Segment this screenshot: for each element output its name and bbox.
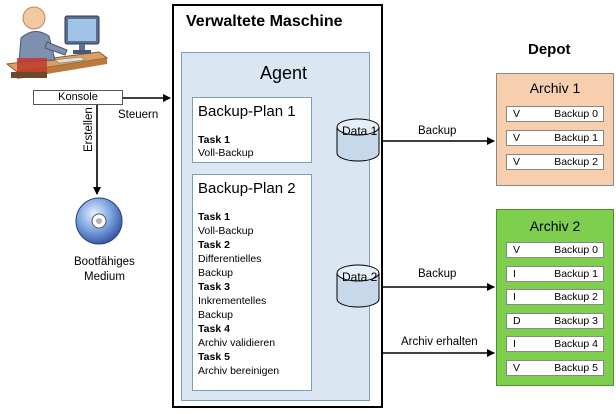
- backup-slot[interactable]: I Backup 4: [506, 336, 604, 352]
- backup-type: V: [513, 361, 521, 374]
- backup-name: Backup 2: [554, 291, 598, 303]
- backup-name: Backup 1: [554, 132, 598, 144]
- plan2-task-desc: Backup: [198, 309, 234, 321]
- depot-title: Depot: [528, 41, 571, 58]
- backup-type: D: [513, 314, 521, 327]
- backup-name: Backup 5: [554, 361, 598, 374]
- plan2-task-name: Task 1: [198, 211, 230, 223]
- archive-2[interactable]: Archiv 2 V Backup 0 I Backup 1 I Backup 2 D Bac…: [496, 209, 614, 386]
- plan2-task-desc: Differentielles: [198, 253, 262, 265]
- agent-title: Agent: [260, 63, 308, 83]
- backup-name: Backup 3: [554, 314, 598, 327]
- data2-cylinder-icon: [336, 264, 380, 308]
- backup-type: I: [513, 338, 516, 350]
- data1-label: Data 1: [342, 124, 378, 138]
- backup-type: V: [513, 244, 521, 256]
- backup-slot[interactable]: D Backup 3: [506, 312, 604, 329]
- backup-slot[interactable]: V Backup 1: [506, 130, 604, 146]
- backup-type: I: [513, 267, 516, 280]
- backup-type: I: [513, 291, 516, 303]
- backup-name: Backup 1: [554, 267, 598, 280]
- backup-type: V: [513, 132, 521, 144]
- backup-name: Backup 0: [554, 108, 598, 120]
- backup-name: Backup 2: [554, 156, 598, 168]
- erstellen-label: Erstellen: [83, 107, 95, 152]
- plan2-task-desc: Archiv bereinigen: [198, 365, 280, 377]
- cd-icon: [75, 197, 123, 245]
- backup-type: V: [513, 108, 521, 120]
- backup1-label: Backup: [418, 125, 457, 137]
- backup-name: Backup 4: [554, 338, 598, 350]
- archive-1[interactable]: Archiv 1 V Backup 0 V Backup 1 V Backup 2: [496, 73, 614, 186]
- boot-media-label-1: Bootfähiges: [74, 256, 135, 268]
- backup-slot[interactable]: V Backup 2: [506, 154, 604, 170]
- plan2-task-name: Task 2: [198, 239, 230, 251]
- backup-slot[interactable]: I Backup 2: [506, 289, 604, 305]
- managed-machine-title: Verwaltete Maschine: [186, 13, 343, 30]
- archiv-erhalten-label: Archiv erhalten: [401, 336, 478, 348]
- backup2-label: Backup: [418, 268, 457, 280]
- archive-2-title: Archiv 2: [529, 218, 581, 234]
- plan1-task-desc: Voll-Backup: [198, 147, 254, 159]
- steuern-label: Steuern: [118, 109, 159, 121]
- plan2-task-desc: Backup: [198, 267, 234, 279]
- plan2-task-name: Task 5: [198, 351, 230, 363]
- data2-label: Data 2: [342, 270, 378, 284]
- console-label[interactable]: Konsole: [33, 90, 123, 105]
- backup-slot[interactable]: I Backup 1: [506, 265, 604, 282]
- plan1-task-name: Task 1: [198, 134, 230, 146]
- plan2-task-desc: Voll-Backup: [198, 225, 254, 237]
- console-user-icon: [5, 6, 109, 79]
- backup-slot[interactable]: V Backup 0: [506, 106, 604, 122]
- backup-plan-2-title: Backup-Plan 2: [198, 180, 296, 197]
- backup-slot[interactable]: V Backup 5: [506, 359, 604, 376]
- data1-cylinder-icon: [336, 118, 380, 162]
- backup-name: Backup 0: [554, 244, 598, 256]
- backup-slot[interactable]: V Backup 0: [506, 242, 604, 258]
- plan2-task-desc: Archiv validieren: [198, 337, 276, 349]
- archive-1-title: Archiv 1: [529, 80, 581, 96]
- plan2-task-desc: Inkrementelles: [198, 295, 267, 307]
- plan2-task-name: Task 4: [198, 323, 230, 335]
- boot-media-label-2: Medium: [84, 271, 125, 283]
- backup-plan-1[interactable]: Backup-Plan 1 Task 1 Voll-Backup: [192, 97, 312, 163]
- plan2-task-name: Task 3: [198, 281, 230, 293]
- backup-plan-1-title: Backup-Plan 1: [198, 103, 296, 120]
- backup-type: V: [513, 156, 521, 168]
